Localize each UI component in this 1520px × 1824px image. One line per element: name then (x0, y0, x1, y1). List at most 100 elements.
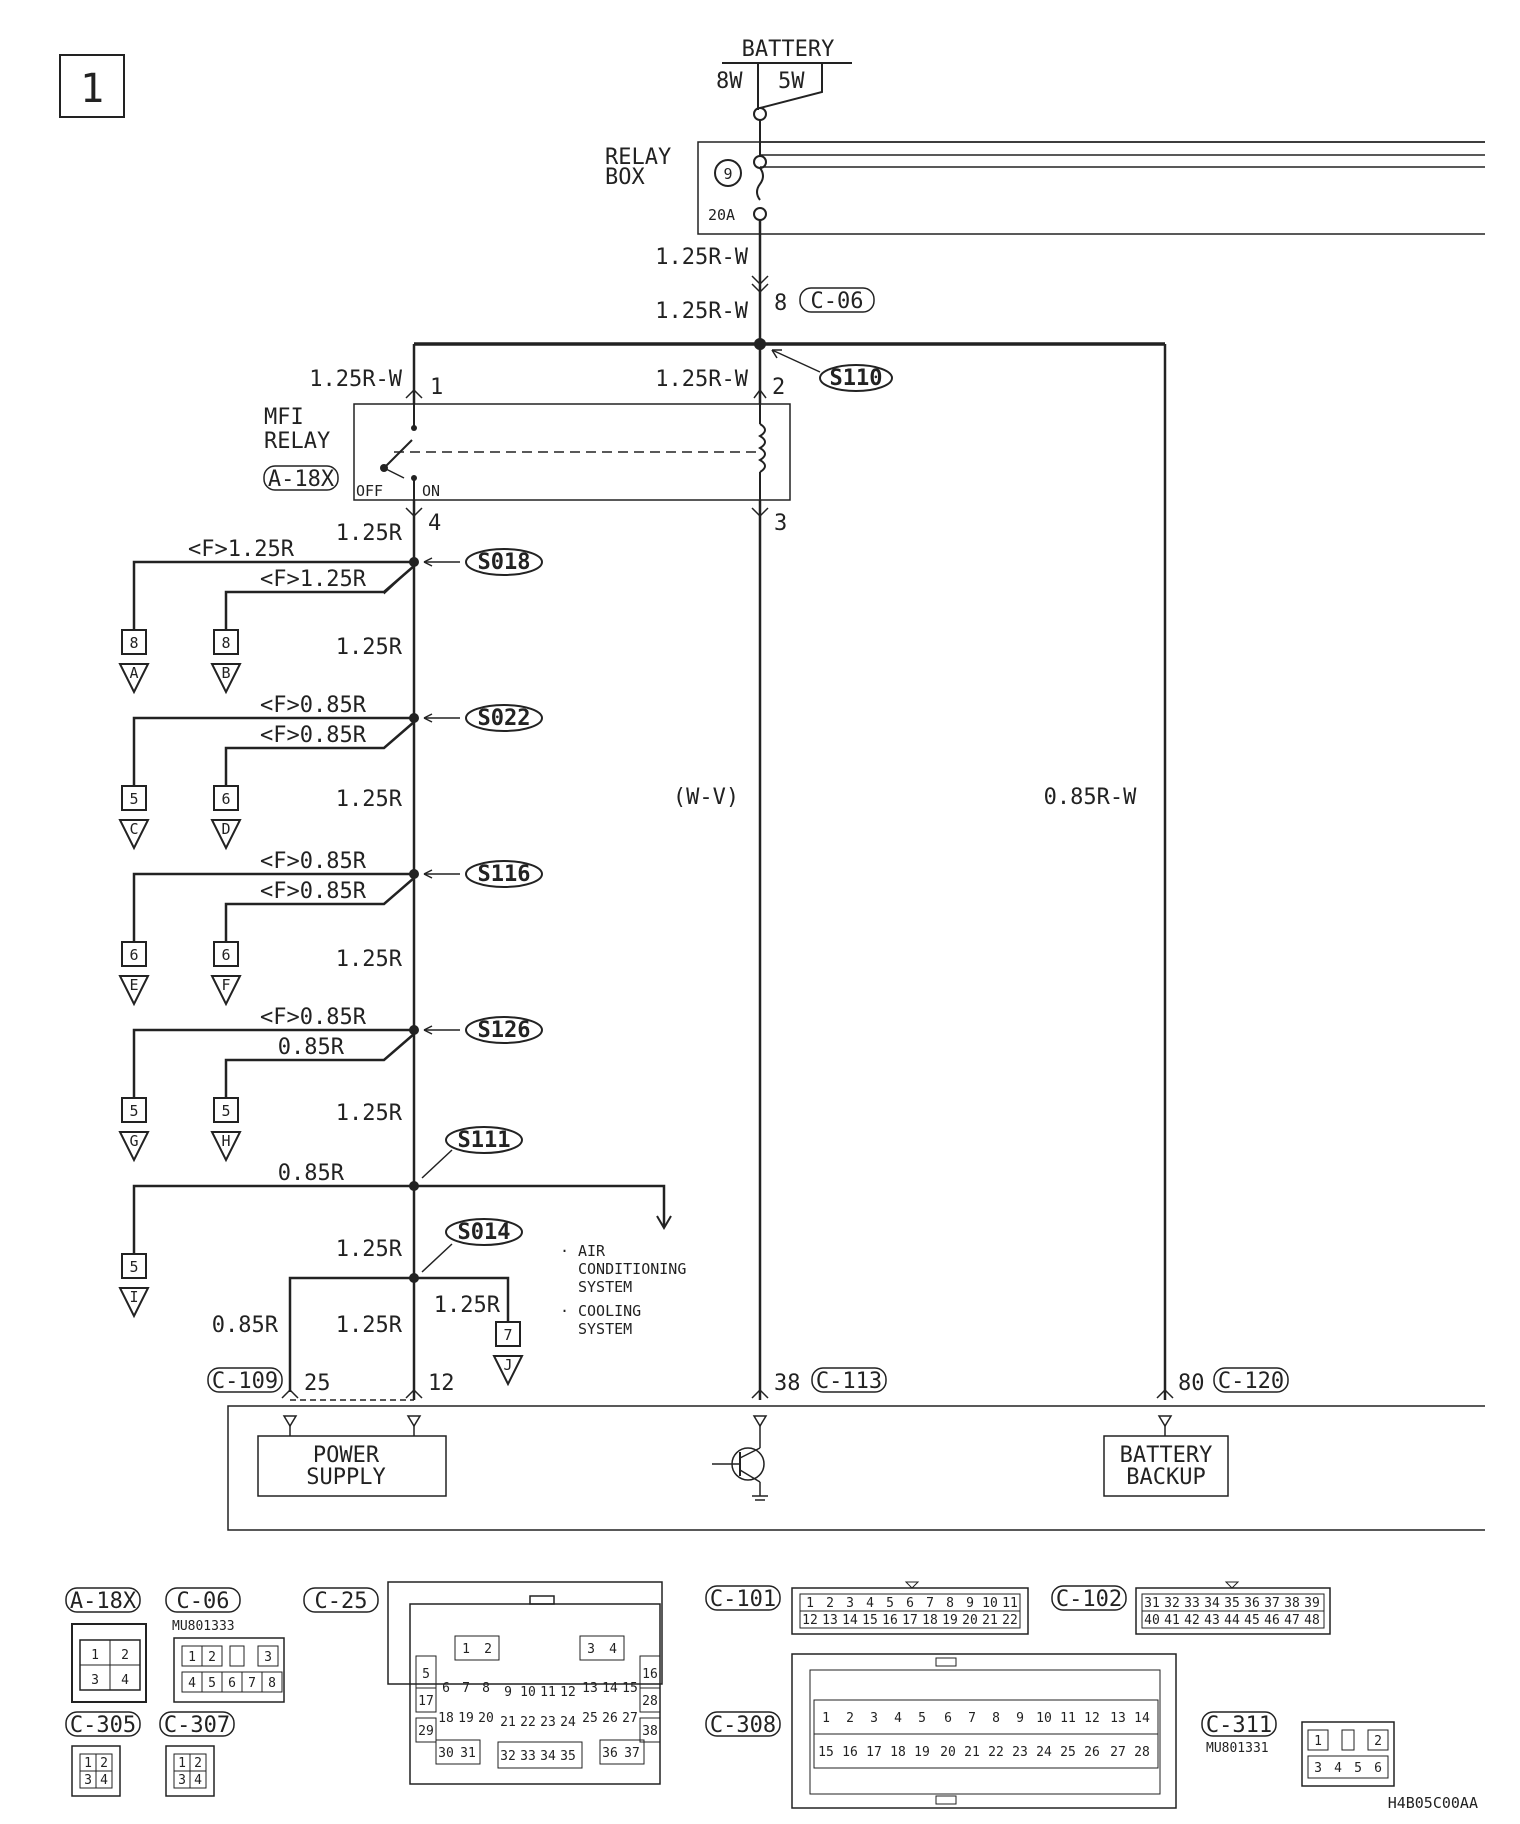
wire-label-top2: 1.25R-W (655, 299, 748, 324)
terminal-a: 8A (118, 629, 150, 695)
connector-c113: C-113 (816, 1369, 882, 1394)
svg-text:17: 17 (418, 1694, 434, 1709)
power-supply-label-1: POWER (313, 1443, 380, 1468)
svg-text:3: 3 (1314, 1761, 1322, 1776)
svg-text:S018: S018 (478, 550, 531, 575)
pin-80: 80 (1178, 1371, 1205, 1396)
svg-text:3: 3 (264, 1650, 272, 1665)
svg-text:F: F (221, 976, 230, 994)
svg-text:40: 40 (1144, 1613, 1160, 1628)
svg-text:22: 22 (520, 1715, 536, 1730)
svg-text:11: 11 (540, 1685, 556, 1700)
svg-text:2: 2 (1374, 1734, 1382, 1749)
terminal-i: 5I (118, 1253, 150, 1319)
fuse-amperage: 20A (708, 206, 735, 224)
svg-text:5: 5 (918, 1711, 926, 1726)
svg-text:35: 35 (1224, 1596, 1240, 1611)
svg-text:13: 13 (582, 1681, 598, 1696)
svg-text:45: 45 (1244, 1613, 1260, 1628)
svg-text:4: 4 (100, 1773, 108, 1788)
mfi-relay-label-1: MFI (264, 405, 304, 430)
ac-system-label-2: CONDITIONING (578, 1260, 686, 1278)
svg-text:7: 7 (503, 1326, 512, 1344)
svg-text:10: 10 (1036, 1711, 1052, 1726)
svg-text:5: 5 (221, 1102, 230, 1120)
svg-text:24: 24 (1036, 1745, 1052, 1760)
wire-label-s018-b: <F>1.25R (260, 567, 367, 592)
legend-c06-label: C-06 (177, 1589, 230, 1614)
terminal-d: 6D (210, 785, 242, 851)
svg-text:21: 21 (964, 1745, 980, 1760)
svg-text:4: 4 (188, 1676, 196, 1691)
battery-label: BATTERY (742, 37, 835, 62)
svg-text:1: 1 (462, 1642, 470, 1657)
svg-text:·: · (560, 1302, 569, 1320)
terminal-e: 6E (118, 941, 150, 1007)
svg-text:32: 32 (500, 1749, 516, 1764)
svg-text:20: 20 (478, 1711, 494, 1726)
svg-text:·: · (560, 1242, 569, 1260)
svg-text:7: 7 (926, 1596, 934, 1611)
svg-text:28: 28 (1134, 1745, 1150, 1760)
wire-label-s018-a: <F>1.25R (188, 537, 295, 562)
svg-text:9: 9 (1016, 1711, 1024, 1726)
connector-c06: C-06 (811, 289, 864, 314)
svg-text:33: 33 (520, 1749, 536, 1764)
svg-text:21: 21 (982, 1613, 998, 1628)
svg-text:8: 8 (946, 1596, 954, 1611)
svg-text:29: 29 (418, 1724, 434, 1739)
svg-text:19: 19 (458, 1711, 474, 1726)
terminal-h: 5H (210, 1097, 242, 1163)
terminal-j: 7J (492, 1321, 524, 1387)
splice-s018 (465, 548, 543, 576)
svg-text:12: 12 (1084, 1711, 1100, 1726)
svg-text:22: 22 (1002, 1613, 1018, 1628)
svg-text:28: 28 (642, 1694, 658, 1709)
svg-text:44: 44 (1224, 1613, 1240, 1628)
svg-text:17: 17 (902, 1613, 918, 1628)
splice-s110 (819, 364, 893, 392)
svg-text:5: 5 (129, 1258, 138, 1276)
wire-label-s022-a: <F>0.85R (260, 693, 367, 718)
pin-relay-3: 3 (774, 511, 787, 536)
svg-text:3: 3 (178, 1773, 186, 1788)
svg-text:16: 16 (882, 1613, 898, 1628)
svg-text:37: 37 (1264, 1596, 1280, 1611)
svg-text:5: 5 (422, 1667, 430, 1682)
svg-text:4: 4 (609, 1642, 617, 1657)
wire-label-trunk4: 1.25R (336, 1101, 403, 1126)
connector-c109: C-109 (212, 1369, 278, 1394)
svg-text:34: 34 (540, 1749, 556, 1764)
svg-text:25: 25 (1060, 1745, 1076, 1760)
svg-text:13: 13 (1110, 1711, 1126, 1726)
svg-text:I: I (129, 1288, 138, 1306)
svg-text:27: 27 (1110, 1745, 1126, 1760)
fuse-number: 9 (723, 165, 732, 183)
splice-s116 (465, 860, 543, 888)
svg-text:4: 4 (121, 1673, 129, 1688)
svg-text:20: 20 (940, 1745, 956, 1760)
svg-text:18: 18 (438, 1711, 454, 1726)
terminal-g: 5G (118, 1097, 150, 1163)
svg-text:23: 23 (540, 1715, 556, 1730)
svg-text:3: 3 (870, 1711, 878, 1726)
legend-c311-part: MU801331 (1206, 1741, 1269, 1756)
relay-on-label: ON (422, 482, 440, 500)
pin-c06-8: 8 (774, 291, 787, 316)
legend-c311-label: C-311 (1206, 1713, 1272, 1738)
svg-text:6: 6 (944, 1711, 952, 1726)
svg-text:19: 19 (914, 1745, 930, 1760)
legend-c307-label: C-307 (164, 1713, 230, 1738)
svg-text:7: 7 (462, 1681, 470, 1696)
svg-text:8: 8 (129, 634, 138, 652)
terminal-b: 8B (210, 629, 242, 695)
wire-label-relay-out: 1.25R (336, 521, 403, 546)
svg-text:A: A (129, 664, 138, 682)
legend-c101-label: C-101 (710, 1587, 776, 1612)
svg-text:8: 8 (482, 1681, 490, 1696)
svg-text:S116: S116 (478, 862, 531, 887)
cooling-system-label-1: COOLING (578, 1302, 641, 1320)
svg-text:8: 8 (268, 1676, 276, 1691)
